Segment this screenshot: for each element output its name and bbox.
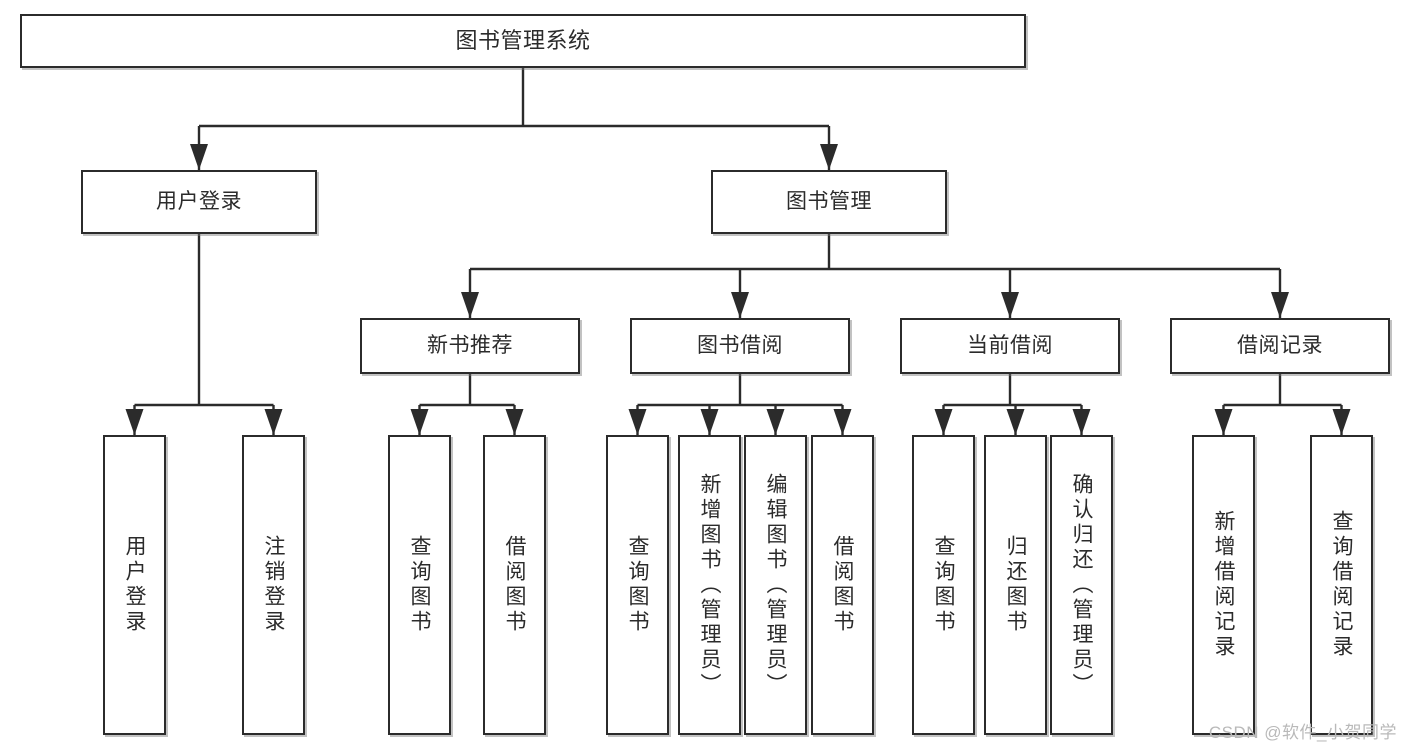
node-leaf-return-book[interactable]: 归还图书 — [984, 435, 1047, 735]
node-root[interactable]: 图书管理系统 — [20, 14, 1026, 68]
arrowhead-borrow-record — [1271, 292, 1289, 318]
node-leaf-confirm-return[interactable]: 确认归还（管理员） — [1050, 435, 1113, 735]
arrowhead-leaf-query-book-2 — [628, 409, 647, 435]
node-label-leaf-borrow-book-2: 借阅图书 — [831, 535, 854, 635]
node-label-leaf-confirm-return: 确认归还（管理员） — [1070, 472, 1093, 698]
node-label-borrow-record: 借阅记录 — [1237, 334, 1323, 358]
arrowhead-leaf-edit-book — [766, 409, 785, 435]
node-borrow-record[interactable]: 借阅记录 — [1170, 318, 1390, 374]
node-leaf-query-borrow-record[interactable]: 查询借阅记录 — [1310, 435, 1373, 735]
arrowhead-book-borrow — [731, 292, 749, 318]
node-leaf-query-book-3[interactable]: 查询图书 — [912, 435, 975, 735]
node-new-book-recommend[interactable]: 新书推荐 — [360, 318, 580, 374]
node-label-book-borrow: 图书借阅 — [697, 334, 783, 358]
arrowhead-leaf-add-book — [700, 409, 719, 435]
node-book-management[interactable]: 图书管理 — [711, 170, 947, 234]
arrowhead-leaf-logout — [264, 409, 283, 435]
node-label-leaf-return-book: 归还图书 — [1004, 535, 1027, 635]
node-label-new-book-recommend: 新书推荐 — [427, 334, 513, 358]
node-user-login[interactable]: 用户登录 — [81, 170, 317, 234]
node-label-leaf-add-book: 新增图书（管理员） — [698, 472, 721, 698]
arrowhead-book-management — [820, 144, 838, 170]
arrowhead-new-book-recommend — [461, 292, 479, 318]
node-leaf-add-borrow-record[interactable]: 新增借阅记录 — [1192, 435, 1255, 735]
arrowhead-user-login — [190, 144, 208, 170]
arrowhead-leaf-query-book-3 — [934, 409, 953, 435]
arrowhead-leaf-query-book-1 — [410, 409, 429, 435]
arrowhead-leaf-user-login — [125, 409, 144, 435]
node-label-current-borrow: 当前借阅 — [967, 334, 1053, 358]
node-label-leaf-user-login: 用户登录 — [123, 535, 146, 635]
node-leaf-borrow-book-2[interactable]: 借阅图书 — [811, 435, 874, 735]
arrowhead-leaf-confirm-return — [1072, 409, 1091, 435]
node-label-leaf-query-book-1: 查询图书 — [408, 535, 431, 635]
node-leaf-add-book[interactable]: 新增图书（管理员） — [678, 435, 741, 735]
arrowhead-leaf-borrow-book-1 — [505, 409, 524, 435]
node-leaf-query-book-2[interactable]: 查询图书 — [606, 435, 669, 735]
arrowhead-leaf-add-borrow-record — [1214, 409, 1233, 435]
node-label-leaf-query-borrow-record: 查询借阅记录 — [1330, 510, 1353, 660]
node-label-user-login: 用户登录 — [156, 190, 242, 214]
arrowhead-leaf-query-borrow-record — [1332, 409, 1351, 435]
node-label-root: 图书管理系统 — [455, 27, 591, 53]
node-label-leaf-borrow-book-1: 借阅图书 — [503, 535, 526, 635]
node-label-book-management: 图书管理 — [786, 190, 872, 214]
arrowhead-leaf-borrow-book-2 — [833, 409, 852, 435]
node-leaf-logout[interactable]: 注销登录 — [242, 435, 305, 735]
node-label-leaf-query-book-3: 查询图书 — [932, 535, 955, 635]
node-label-leaf-edit-book: 编辑图书（管理员） — [764, 472, 787, 698]
node-leaf-edit-book[interactable]: 编辑图书（管理员） — [744, 435, 807, 735]
node-leaf-borrow-book-1[interactable]: 借阅图书 — [483, 435, 546, 735]
node-leaf-query-book-1[interactable]: 查询图书 — [388, 435, 451, 735]
arrowhead-leaf-return-book — [1006, 409, 1025, 435]
node-label-leaf-query-book-2: 查询图书 — [626, 535, 649, 635]
node-label-leaf-add-borrow-record: 新增借阅记录 — [1212, 510, 1235, 660]
node-label-leaf-logout: 注销登录 — [262, 535, 285, 635]
node-leaf-user-login[interactable]: 用户登录 — [103, 435, 166, 735]
node-book-borrow[interactable]: 图书借阅 — [630, 318, 850, 374]
node-current-borrow[interactable]: 当前借阅 — [900, 318, 1120, 374]
arrowhead-current-borrow — [1001, 292, 1019, 318]
watermark-label: CSDN @软件_小贺同学 — [1208, 723, 1397, 742]
